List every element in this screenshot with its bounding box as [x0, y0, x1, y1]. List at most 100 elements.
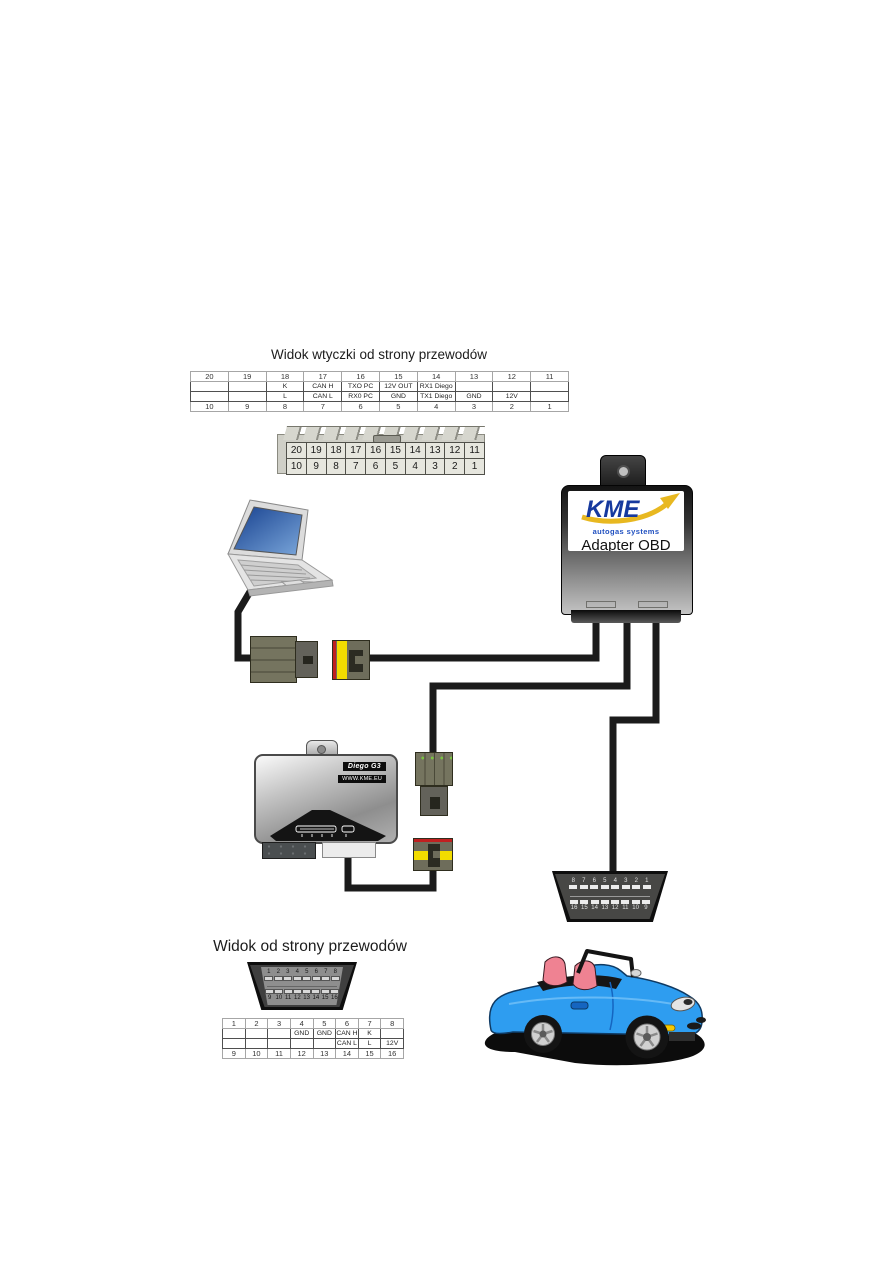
obd-pin: 8 — [568, 878, 579, 889]
plug-pin-cell: 1 — [464, 458, 485, 475]
plug-pin-cell: 8 — [325, 458, 347, 475]
mounting-hole — [617, 465, 630, 478]
obd-pin: 9 — [641, 900, 651, 911]
plug-pin-cell: 17 — [345, 442, 367, 459]
pin-signal-cell: K — [265, 381, 305, 392]
car-windshield — [576, 949, 635, 978]
pin-signal-cell — [244, 1038, 269, 1049]
pin-number-cell: 6 — [335, 1018, 359, 1029]
pin-number-cell: 14 — [416, 371, 456, 382]
obd-pin: 9 — [265, 989, 274, 1001]
pin-signal-cell: GND — [289, 1028, 314, 1039]
diego-housing: Diego G3 WWW.KME.EU — [254, 754, 398, 844]
pin-signal-cell: L — [265, 391, 305, 402]
car-plate — [669, 1032, 695, 1041]
diego-website-label: WWW.KME.EU — [338, 775, 386, 783]
pin-number-cell: 2 — [492, 401, 532, 412]
plug-pin-cell: 20 — [286, 442, 307, 459]
laptop-screen — [233, 506, 303, 556]
diego-connector-dark — [262, 842, 316, 859]
obd-pin: 15 — [579, 900, 589, 911]
pin-number-cell: 4 — [289, 1018, 314, 1029]
obd-pin: 2 — [274, 969, 284, 981]
pin-signal-cell — [267, 1038, 291, 1049]
pin-number-cell: 17 — [303, 371, 343, 382]
pin-number-cell: 12 — [289, 1048, 314, 1059]
obd-pin: 14 — [590, 900, 600, 911]
pin-signal-cell — [454, 381, 494, 392]
kme-brand-text: KME — [586, 496, 640, 523]
obd-pin: 10 — [631, 900, 641, 911]
car-illustration — [484, 949, 706, 1066]
obd-pin: 11 — [284, 989, 293, 1001]
connector-male-middle — [415, 752, 453, 786]
pin-number-cell: 9 — [222, 1048, 246, 1059]
pin-signal-cell — [244, 1028, 269, 1039]
plug-pin-cell: 15 — [384, 442, 406, 459]
pin-signal-cell: 12V OUT — [378, 381, 418, 392]
pin-signal-cell — [227, 391, 267, 402]
pin-number-cell: 7 — [303, 401, 343, 412]
obd-pin: 8 — [331, 969, 341, 981]
plug-pin-cell: 2 — [444, 458, 466, 475]
car-highlight — [508, 996, 685, 1007]
obd-pin: 13 — [302, 989, 311, 1001]
obd-pin: 13 — [600, 900, 610, 911]
diego-connector-light — [322, 842, 376, 858]
obd-pin: 10 — [274, 989, 283, 1001]
row-divider — [267, 986, 337, 987]
pin-number-cell: 13 — [312, 1048, 337, 1059]
pin-number-cell: 5 — [378, 401, 418, 412]
pin-signal-cell: 12V — [380, 1038, 404, 1049]
obd-pin: 6 — [589, 878, 600, 889]
car-mirror — [630, 969, 642, 977]
pin-signal-cell: TXO PC — [341, 381, 380, 392]
obd-pin: 4 — [610, 878, 621, 889]
plug-pin-cell: 12 — [444, 442, 466, 459]
connector-slot — [303, 656, 313, 664]
pin-number-cell: 9 — [227, 401, 267, 412]
keying-stripe — [414, 839, 452, 842]
pin-signal-cell — [289, 1038, 314, 1049]
plug-pin-cell: 11 — [464, 442, 485, 459]
pin-signal-cell: RX1 Diego — [416, 381, 456, 392]
adapter-housing: KME autogas systems Adapter OBD — [561, 485, 693, 615]
pin-number-cell: 13 — [454, 371, 494, 382]
pin-number-cell: 1 — [530, 401, 569, 412]
connector-male-left-nose — [295, 641, 318, 678]
pin-number-cell: 3 — [454, 401, 494, 412]
pin-signal-cell: GND — [312, 1028, 337, 1039]
adapter-connector-strip — [571, 610, 681, 623]
obd-pin: 14 — [311, 989, 320, 1001]
pin-signal-cell — [267, 1028, 291, 1039]
pin-signal-cell: CAN H — [335, 1028, 359, 1039]
pin-number-cell: 16 — [341, 371, 380, 382]
pin-number-cell: 8 — [265, 401, 305, 412]
obd-pin: 2 — [631, 878, 642, 889]
plug-pin-cell: 7 — [345, 458, 367, 475]
pin-signal-cell: TX1 Diego — [416, 391, 456, 402]
plug-pin-cell: 6 — [365, 458, 386, 475]
obd-pin: 6 — [312, 969, 322, 981]
pin-signal-cell — [530, 381, 569, 392]
adapter-cable-1 — [368, 620, 600, 662]
plug-pin-cell: 19 — [305, 442, 327, 459]
pin-signal-cell: GND — [378, 391, 418, 402]
obd-pin: 3 — [283, 969, 293, 981]
plug-pin-cell: 16 — [365, 442, 386, 459]
car-rear-wheel — [524, 1015, 562, 1053]
laptop-illustration — [227, 499, 334, 597]
pin-number-cell: 10 — [244, 1048, 269, 1059]
